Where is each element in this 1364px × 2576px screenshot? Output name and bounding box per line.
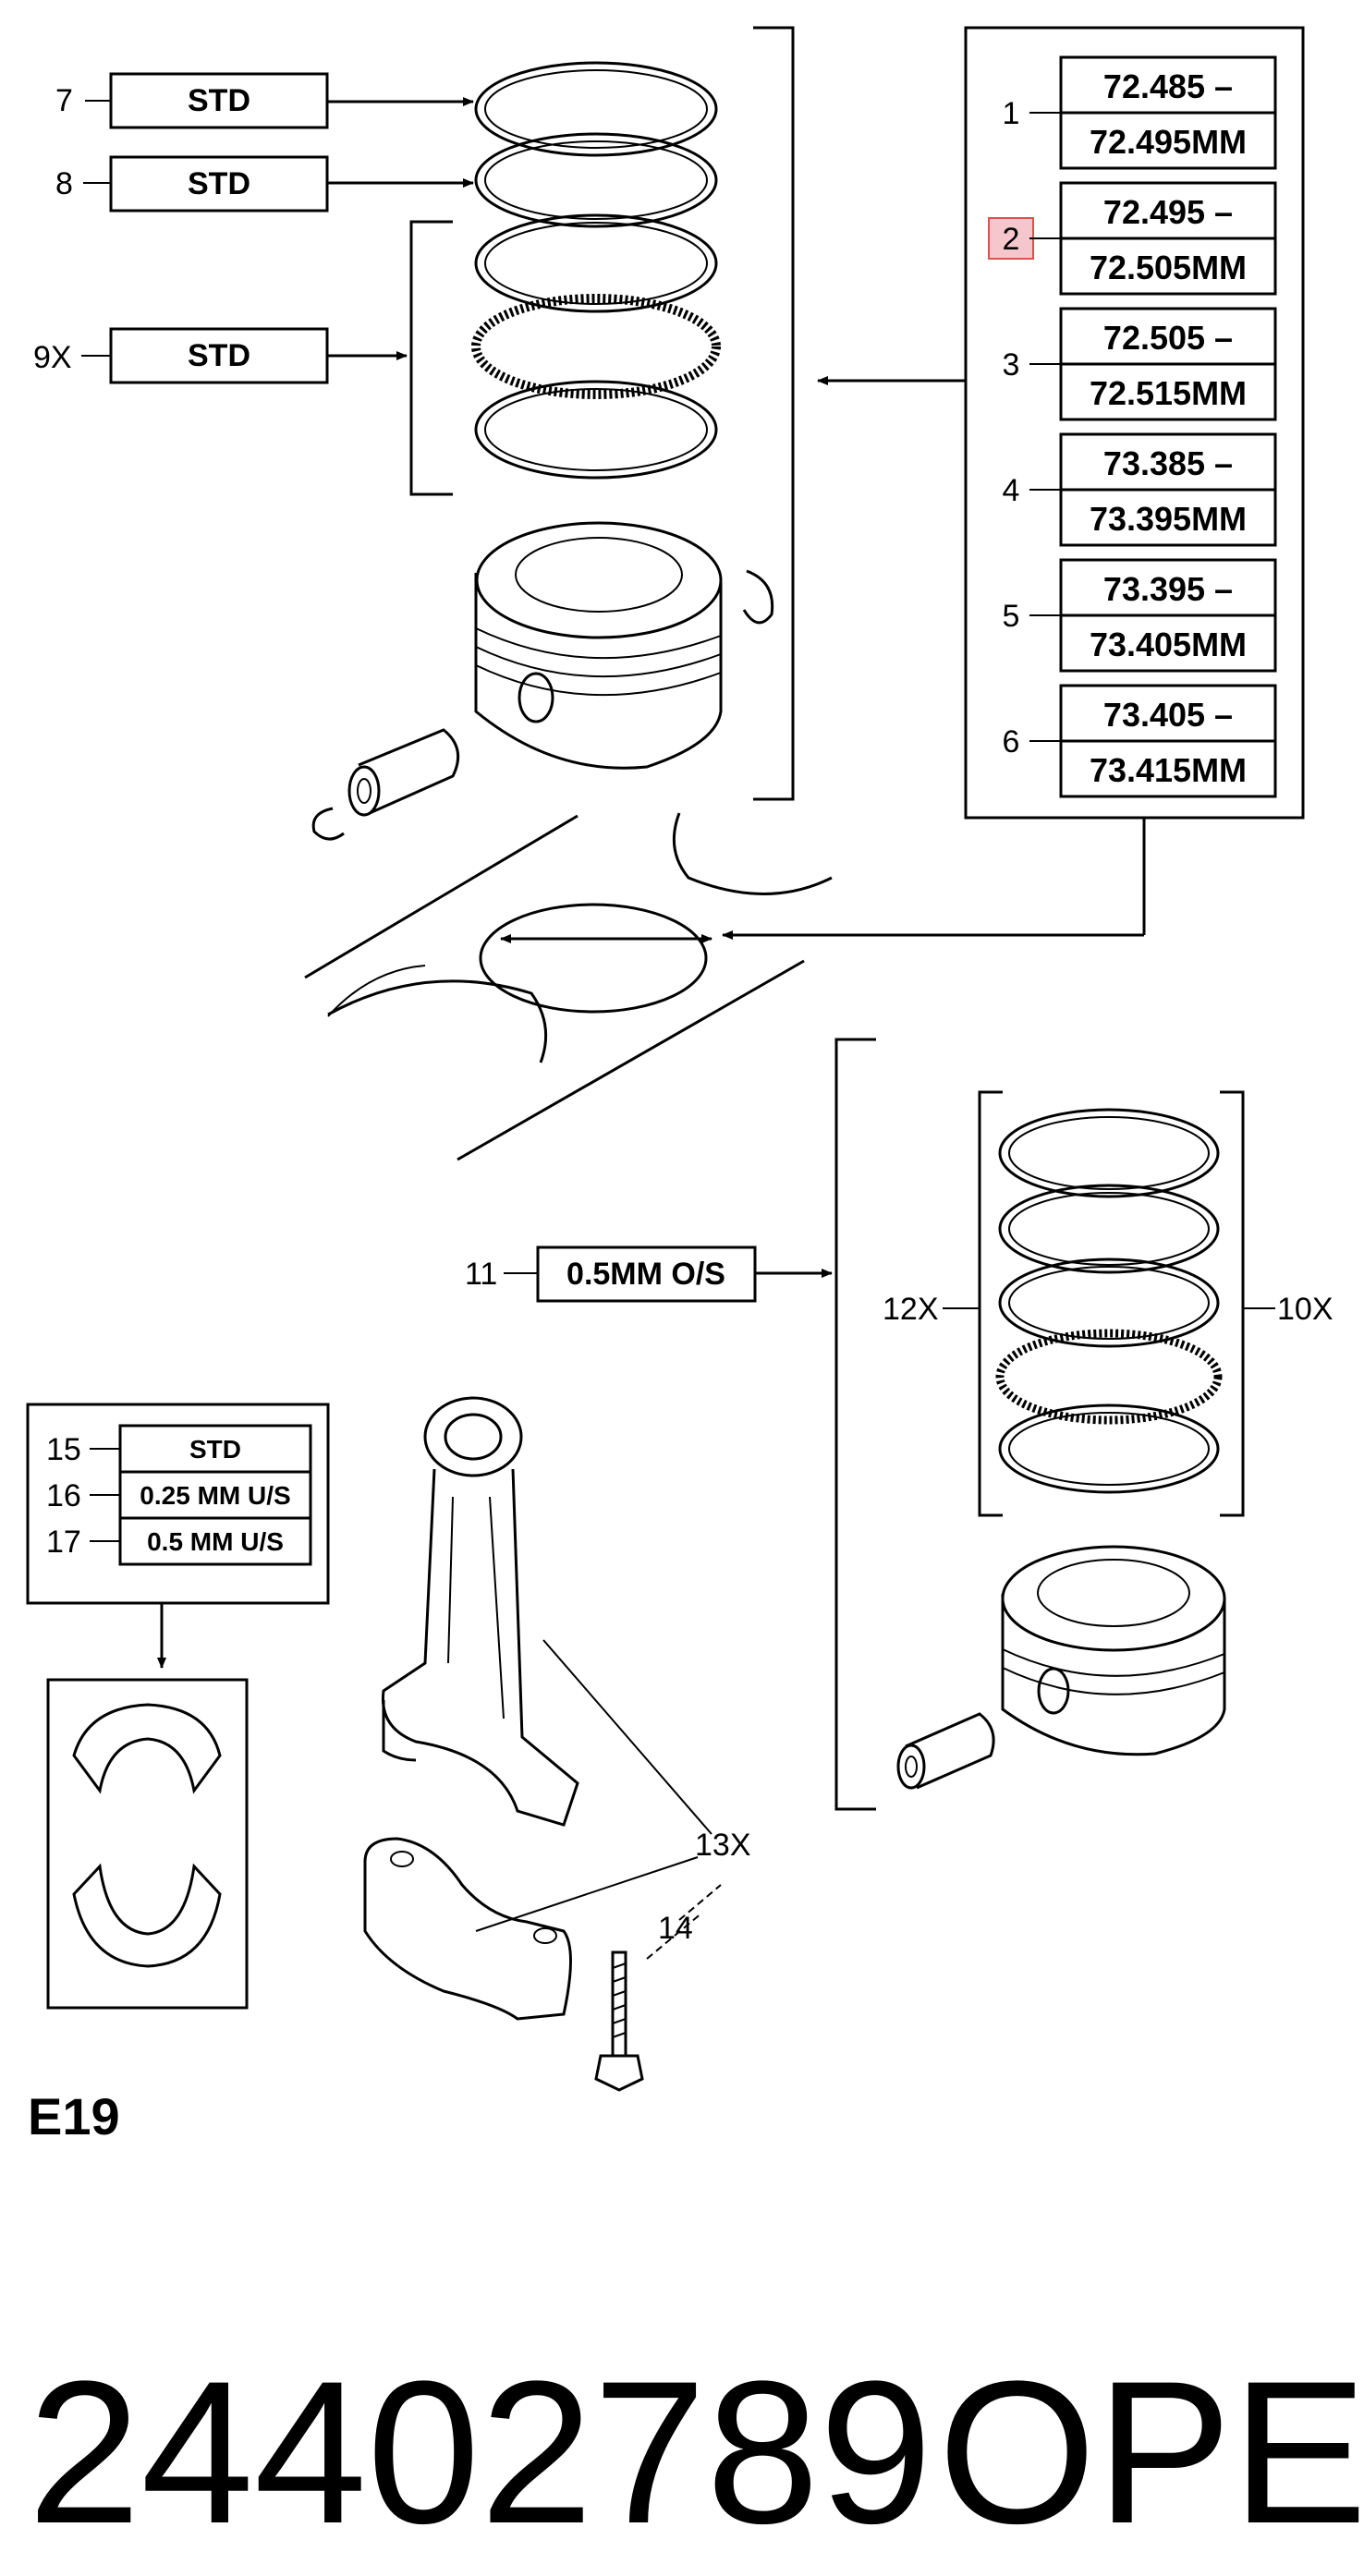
size-row-2: 2 72.495 – 72.505MM [988,181,1277,296]
brand-name: OPEL [938,2339,1364,2566]
size-row-1: 1 72.485 – 72.495MM [1003,55,1277,170]
rod-bolt [594,1950,644,2092]
piston-pin-top [347,728,460,817]
oversize-rings-left-bracket [978,1090,1003,1517]
bearing-row-17-label: 0.5 MM U/S [147,1527,284,1556]
rod-leaders [475,1639,722,1960]
size-row-4-max: 73.395MM [1090,500,1247,538]
size-row-5-number: 5 [1003,599,1020,634]
cylinder-bore [304,812,833,1161]
piston-ring-3 [474,213,718,313]
bearing-row-16-number: 16 [46,1478,81,1513]
callout-9x: 9X STD [33,327,408,384]
callout-13x: 13X [695,1828,751,1863]
callout-9x-number: 9X [33,340,72,375]
callout-11: 11 0.5MM O/S [465,1245,833,1303]
size-row-4-number: 4 [1003,473,1020,508]
size-row-1-number: 1 [1003,96,1020,131]
callout-7: 7 STD [55,72,474,129]
size-row-4: 4 73.385 – 73.395MM [1003,432,1277,547]
piston-top [474,521,723,770]
rod-cap [363,1837,572,2021]
top-ring-set [471,61,721,480]
callout-8-number: 8 [55,166,73,201]
size-row-3: 3 72.505 – 72.515MM [1003,307,1277,421]
bearing-row-17: 17 0.5 MM U/S [46,1516,312,1566]
part-number: 24402789 [28,2339,932,2566]
size-row-2-max: 72.505MM [1090,249,1247,286]
size-row-3-min: 72.505 – [1103,319,1233,357]
rings-bracket [409,220,453,496]
size-row-5-min: 73.395 – [1103,570,1233,608]
oversize-assembly-bracket [834,1038,876,1811]
callout-8: 8 STD [55,155,474,213]
bore-size-table [722,26,1305,940]
bearing-row-15: 15 STD [46,1424,312,1474]
section-code: E19 [28,2087,120,2145]
callout-14: 14 [658,1911,693,1946]
size-row-3-max: 72.515MM [1090,374,1247,412]
size-row-2-highlight [988,217,1034,260]
piston-ring-2 [474,132,718,228]
size-row-6-min: 73.405 – [1103,696,1233,734]
size-row-6: 6 73.405 – 73.415MM [1003,684,1277,798]
callout-9x-label: STD [188,338,250,373]
size-row-6-number: 6 [1003,724,1020,759]
bearing-row-16: 16 0.25 MM U/S [46,1470,312,1520]
size-row-5: 5 73.395 – 73.405MM [1003,558,1277,673]
callout-7-number: 7 [55,83,73,118]
size-row-6-max: 73.415MM [1090,751,1247,789]
oversize-rings-right-bracket [1220,1090,1245,1517]
callout-7-label: STD [188,83,250,118]
size-rows: 1 72.485 – 72.495MM 2 72.495 – 72.505MM 3 72.50… [988,55,1277,798]
size-row-1-min: 72.485 – [1103,67,1233,105]
oil-ring-expander [471,294,721,399]
circlip-top-right [742,569,774,625]
size-row-2-number: 2 [1003,222,1020,257]
size-row-3-number: 3 [1003,347,1020,383]
bearing-row-15-label: STD [189,1435,241,1464]
connecting-rod [381,1396,579,1827]
assembly-bracket [753,26,795,801]
bearing-shells-box [46,1678,249,2010]
bearing-row-15-number: 15 [46,1432,81,1467]
piston-ring-4 [474,380,718,480]
bearing-row-16-label: 0.25 MM U/S [140,1481,290,1510]
size-row-1-max: 72.495MM [1090,123,1247,161]
callout-10x: 10X [1277,1292,1334,1327]
bearing-size-table [26,1403,330,1669]
callout-8-label: STD [188,166,250,201]
piston-ring-1 [474,61,718,157]
piston-pin-bottom [896,1712,995,1790]
size-row-4-min: 73.385 – [1103,444,1233,482]
callout-12x: 12X [883,1292,939,1327]
piston-bottom [1001,1545,1226,1756]
circlip-top-left [311,807,345,841]
size-row-2-min: 72.495 – [1103,193,1233,231]
callout-11-number: 11 [465,1257,497,1292]
oversize-ring-set [995,1108,1223,1494]
callout-11-label: 0.5MM O/S [566,1257,725,1292]
size-row-5-max: 73.405MM [1090,626,1247,663]
bearing-row-17-number: 17 [46,1525,81,1560]
bearing-rows: 15 STD 16 0.25 MM U/S 17 0.5 MM U/S [46,1424,312,1566]
